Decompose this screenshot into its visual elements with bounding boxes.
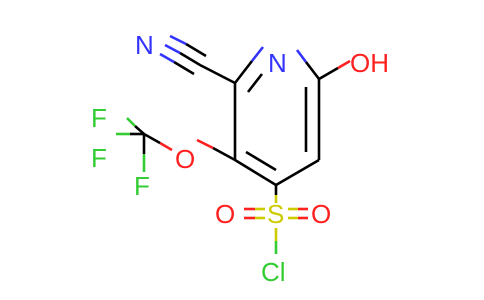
atom-fluorine-left: F bbox=[91, 143, 107, 173]
trifluoromethoxy-group bbox=[116, 117, 236, 172]
sulfonyl-chloride-group bbox=[244, 185, 308, 254]
bond-triple-1n bbox=[164, 43, 181, 55]
bond-n1-c6-n bbox=[295, 49, 308, 63]
bond-triple-3n bbox=[159, 52, 175, 64]
atom-cyano-n: N bbox=[135, 30, 154, 60]
bond-triple-2 bbox=[185, 42, 207, 58]
bond-c3-o-red bbox=[196, 138, 214, 150]
bond-c2-cn bbox=[199, 63, 236, 85]
atom-sulfonyl-o-left: O bbox=[215, 199, 235, 229]
bond-c2-n1-inner bbox=[246, 73, 264, 93]
atom-ring-n: N bbox=[268, 48, 287, 78]
bond-triple-2n bbox=[169, 34, 187, 46]
bond-c5-c4 bbox=[275, 158, 320, 187]
atom-chlorine: Cl bbox=[261, 257, 286, 287]
bond-cf-top bbox=[134, 125, 145, 135]
bond-c4-c3-inner bbox=[245, 150, 277, 172]
bond-c2-n1-n bbox=[250, 46, 265, 62]
bond-c6-o bbox=[318, 66, 339, 81]
cyano-group bbox=[159, 34, 236, 85]
bond-c4-c3 bbox=[234, 158, 277, 187]
atom-fluorine-bottom: F bbox=[134, 171, 150, 201]
bond-triple-3 bbox=[173, 60, 195, 76]
atom-sulfonyl-o-right: O bbox=[311, 199, 331, 229]
bond-o-cf3 bbox=[143, 132, 161, 145]
pyridine-ring bbox=[233, 46, 321, 187]
bond-c6-o-red bbox=[337, 59, 351, 70]
bond-o-cf3-red bbox=[159, 141, 173, 152]
bond-cf-top-f bbox=[126, 117, 136, 127]
atom-hydroxyl: OH bbox=[350, 48, 389, 78]
bond-c3-o bbox=[212, 146, 236, 162]
bond-triple-1 bbox=[179, 51, 201, 67]
atom-ether-o: O bbox=[175, 144, 195, 174]
bond-n1-c6 bbox=[304, 61, 321, 80]
bond-c2-n1 bbox=[233, 60, 254, 84]
atom-fluorine-top: F bbox=[91, 103, 107, 133]
atom-sulfur: S bbox=[267, 199, 284, 229]
hydroxyl-group bbox=[318, 59, 351, 81]
